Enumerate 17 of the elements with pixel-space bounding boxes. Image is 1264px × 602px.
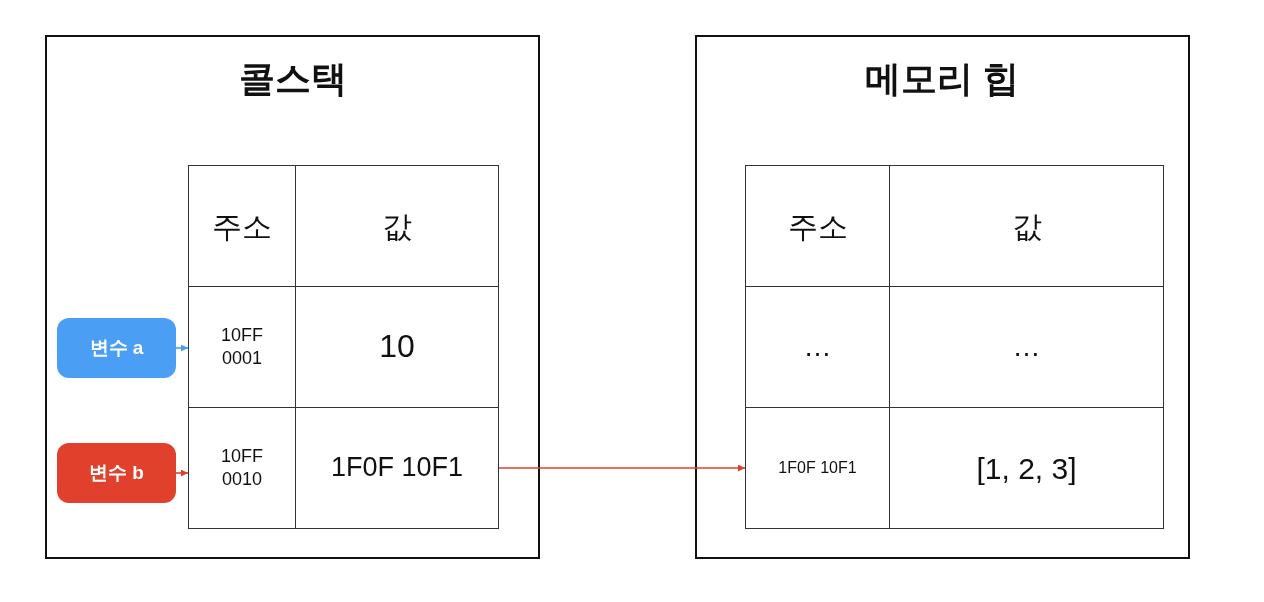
variable-label: 변수 b [57,443,176,503]
table-cell: 주소 [745,165,890,287]
panel [695,35,1190,559]
variable-label: 변수 a [57,318,176,378]
arrow [175,469,189,477]
arrow [175,344,189,352]
panel-title: 메모리 힙 [864,57,1021,101]
table-cell: 10FF 0010 [188,407,296,529]
table-cell: 주소 [188,165,296,287]
arrow [498,464,746,472]
table-cell: 1F0F 10F1 [745,407,890,529]
panel [45,35,540,559]
table-cell: 1F0F 10F1 [295,407,499,529]
panel-title: 콜스택 [237,57,348,101]
table-cell: 값 [889,165,1164,287]
table-cell: 값 [295,165,499,287]
table-cell: [1, 2, 3] [889,407,1164,529]
